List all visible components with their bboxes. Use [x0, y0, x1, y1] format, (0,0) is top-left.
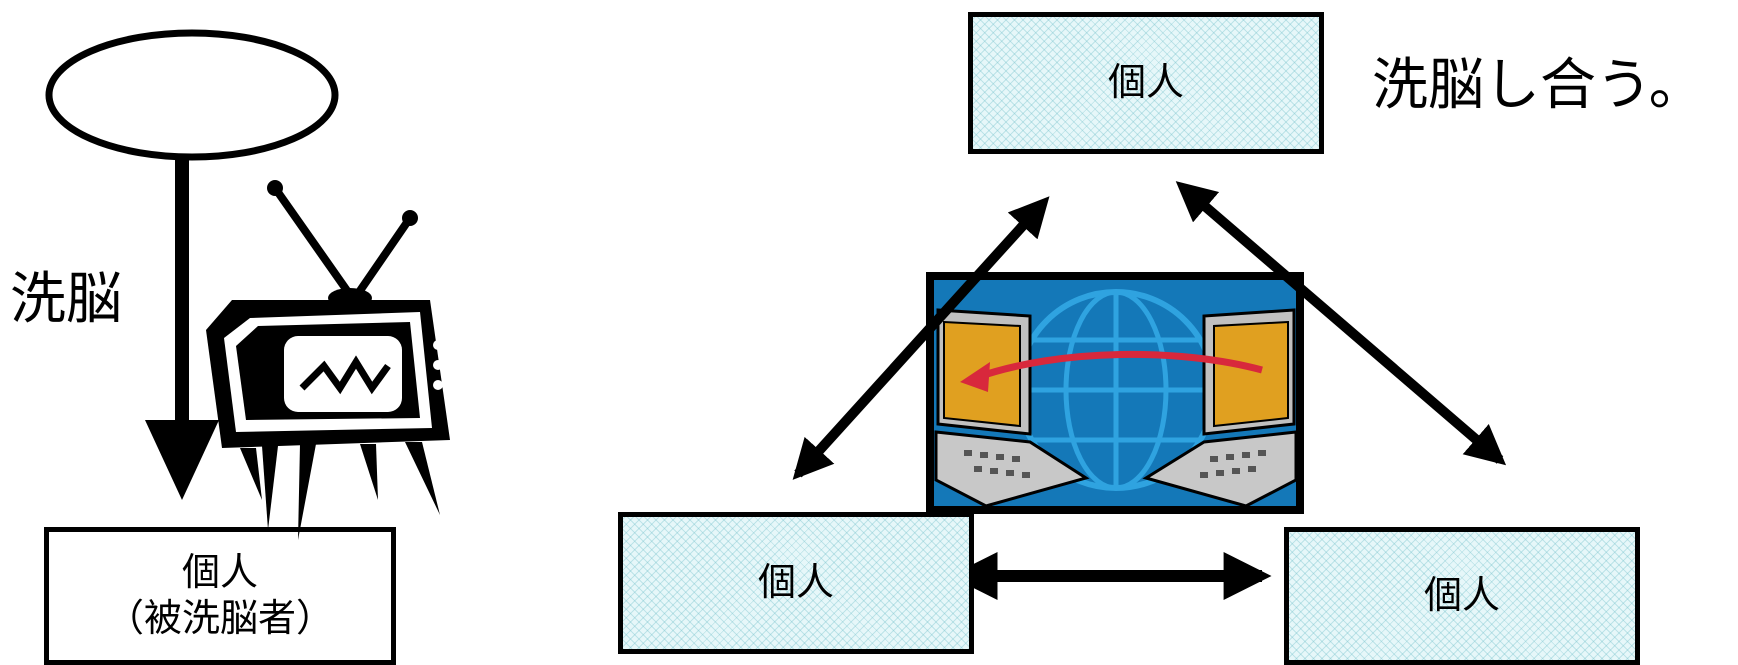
individual-left-box: 個人 — [618, 512, 974, 654]
individual-right-box: 個人 — [1284, 527, 1640, 665]
individual-label: 個人 — [181, 550, 258, 595]
source-ellipse — [45, 29, 339, 161]
individual-left-label: 個人 — [757, 560, 834, 605]
individual-top-box: 個人 — [968, 12, 1324, 154]
individual-victim-box: 個人 （被洗脳者） — [44, 527, 396, 665]
individual-right-label: 個人 — [1423, 573, 1500, 618]
mutual-brainwash-caption: 洗脳し合う。 — [1372, 53, 1705, 118]
victim-label: （被洗脳者） — [105, 596, 334, 640]
network-computers-image — [926, 272, 1304, 514]
individual-top-label: 個人 — [1107, 60, 1184, 105]
brainwash-label: 洗脳 — [10, 267, 122, 332]
arrow-top-to-right — [1175, 181, 1507, 466]
brainwash-arrow — [145, 157, 219, 500]
television-icon — [206, 180, 450, 540]
arrow-top-to-left — [792, 196, 1050, 480]
